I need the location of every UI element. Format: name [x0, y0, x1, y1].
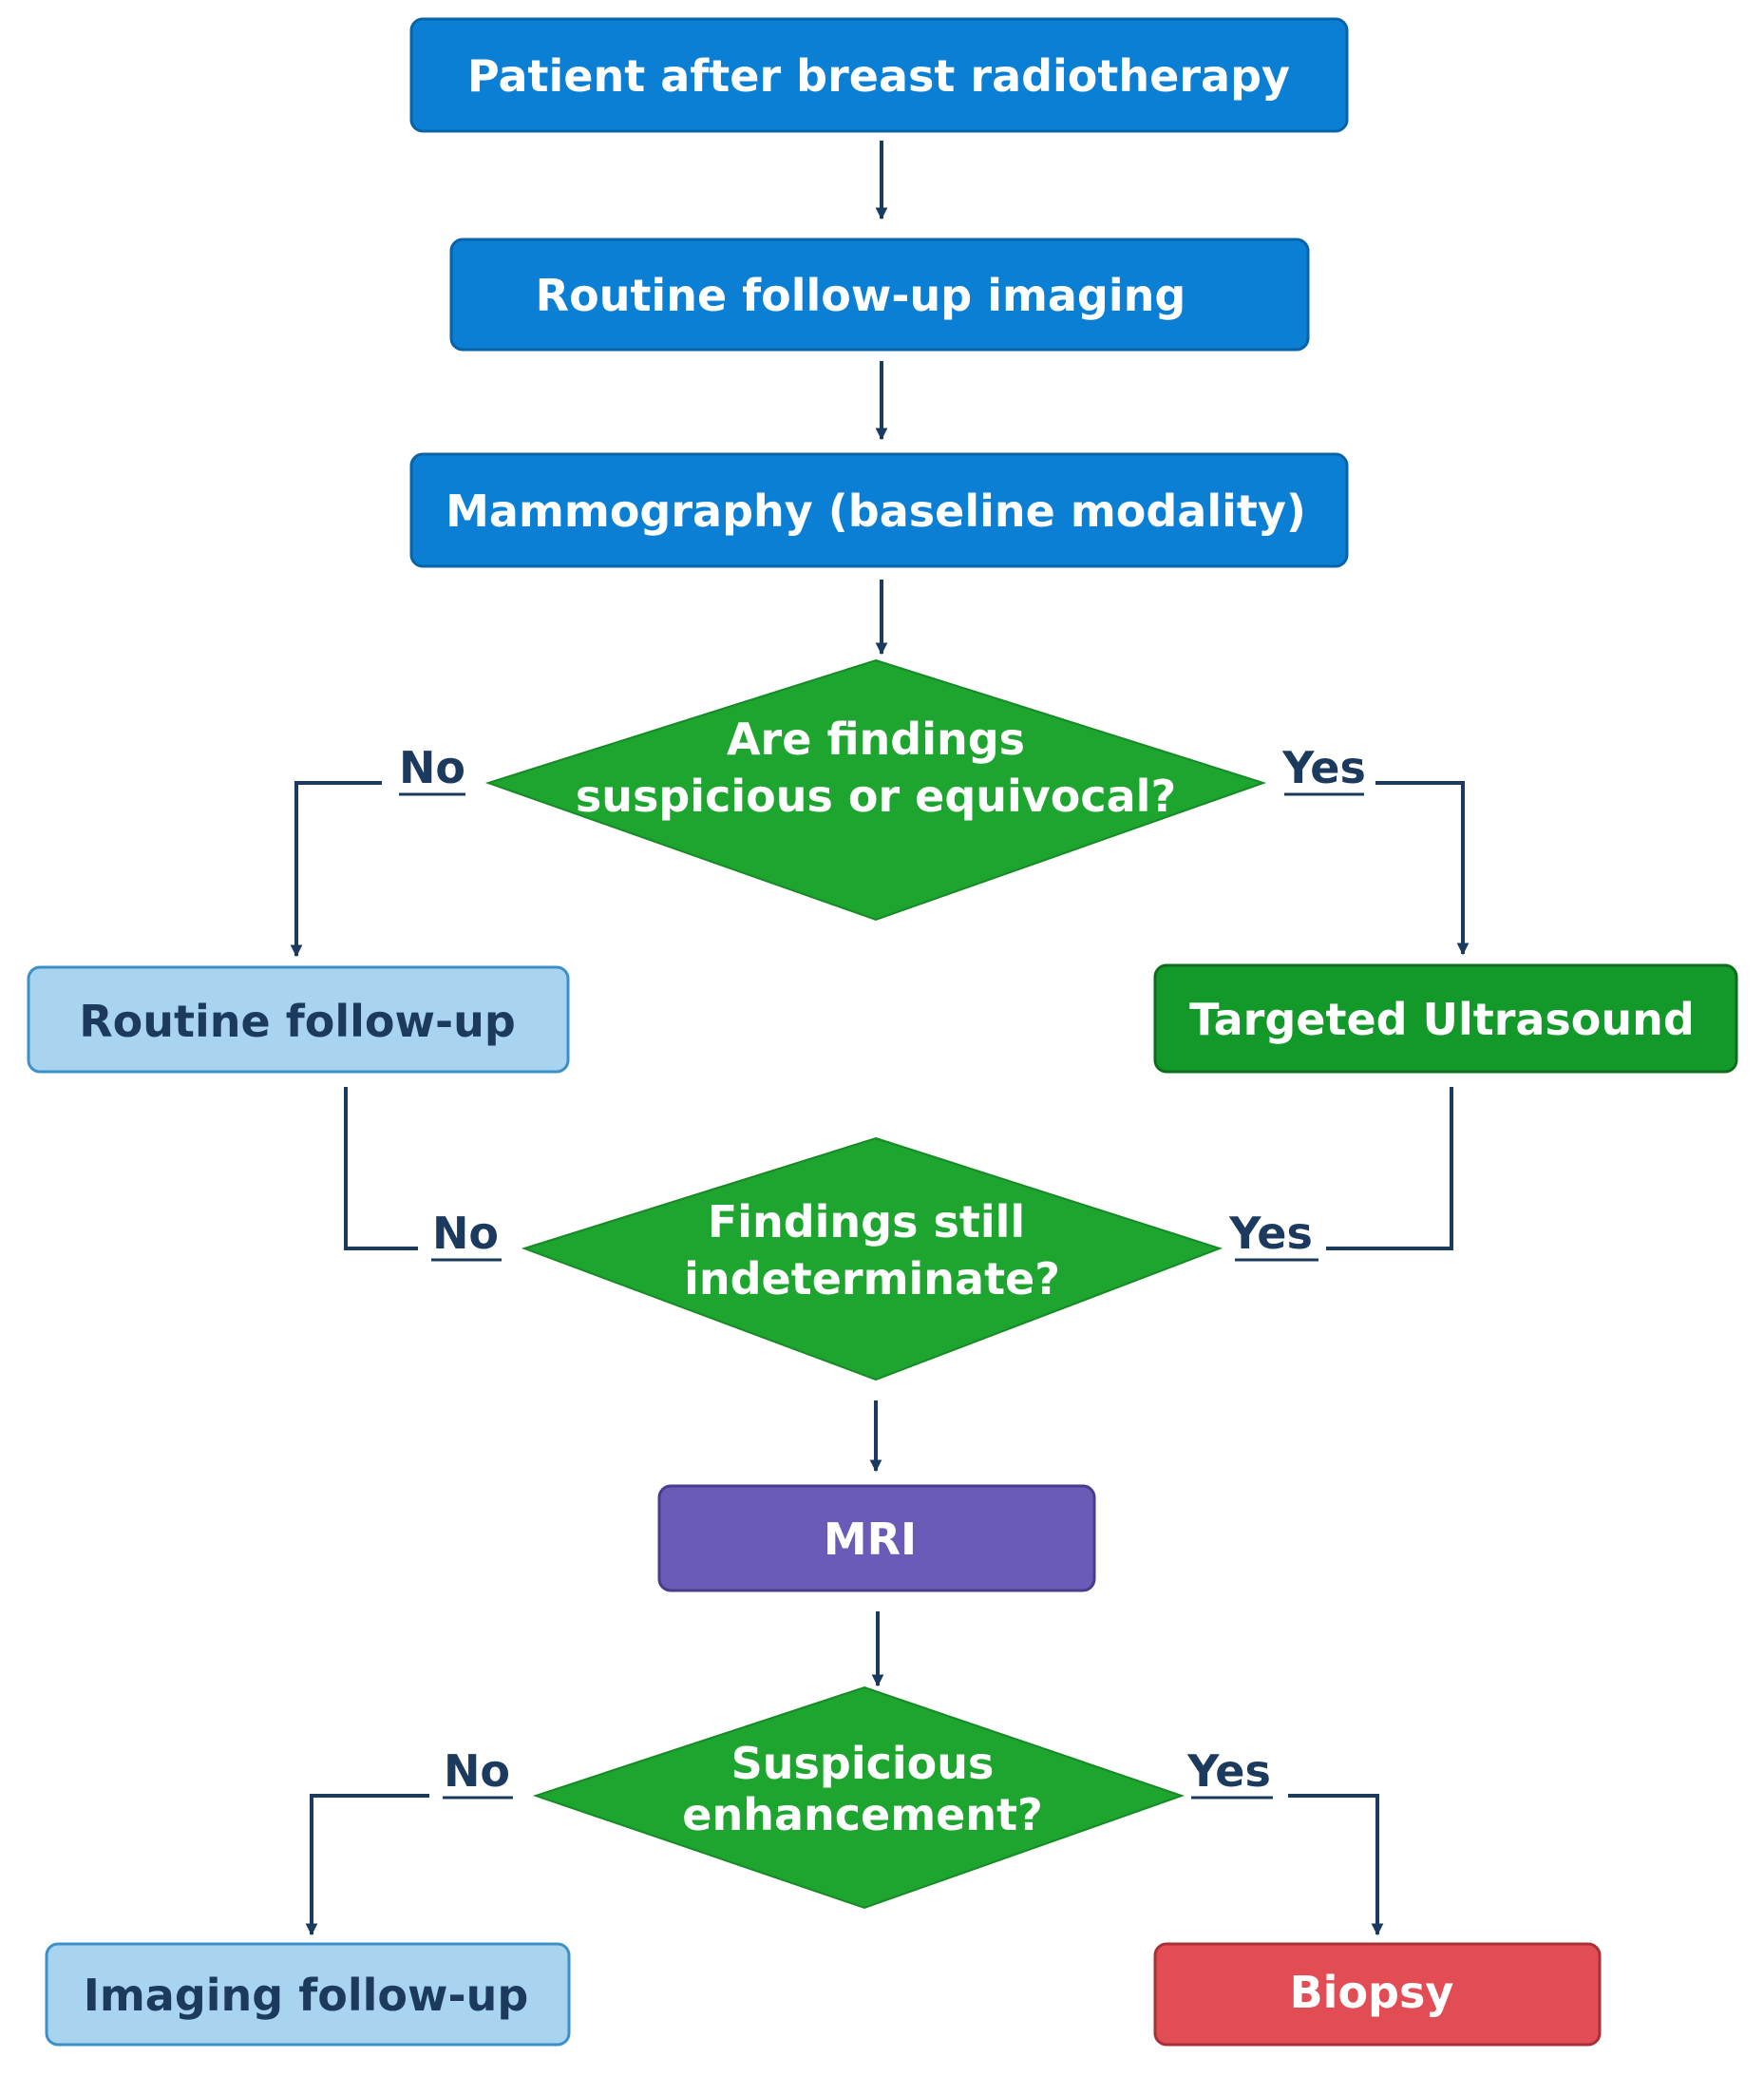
followup-imaging-box-shape	[449, 238, 1310, 352]
line-ultrasound-to-decision2	[1326, 1087, 1453, 1250]
imaging-followup-box-label: Imaging follow-up	[84, 1970, 529, 2021]
mammography-box-label: Mammography (baseline modality)	[446, 486, 1306, 537]
decision2-diamond-shape	[521, 1136, 1223, 1381]
mri-box: MRI	[657, 1484, 1096, 1592]
start-box-label: Patient after breast radiotherapy	[467, 50, 1290, 102]
routine-followup-box: Routine follow-up	[27, 965, 570, 1074]
biopsy-box-shape	[1153, 1942, 1602, 2047]
decision1-no-label: No	[399, 742, 465, 793]
decision2-yes-label: Yes	[1228, 1208, 1313, 1259]
mri-box-label: MRI	[824, 1514, 917, 1565]
decision3-label-line1: Suspicious	[731, 1738, 995, 1789]
decision1-yes-label: Yes	[1281, 742, 1366, 793]
mri-box-shape	[657, 1484, 1096, 1592]
decision1-diamond: Are findings suspicious or equivocal?	[484, 658, 1267, 922]
biopsy-box-label: Biopsy	[1290, 1967, 1454, 2018]
routine-followup-box-label: Routine follow-up	[79, 996, 516, 1047]
decision1-label-line1: Are findings	[727, 714, 1025, 765]
branch-labels: No Yes No Yes No Yes	[399, 742, 1366, 1800]
ultrasound-box: Targeted Ultrasound	[1153, 963, 1738, 1074]
connectors	[290, 141, 1470, 1936]
decision3-label-line2: enhancement?	[682, 1789, 1043, 1840]
decision1-label-line2: suspicious or equivocal?	[576, 771, 1176, 822]
decision2-label-line2: indeterminate?	[684, 1253, 1060, 1305]
decision3-yes-label: Yes	[1186, 1745, 1271, 1797]
routine-followup-box-shape	[27, 965, 570, 1074]
start-box: Patient after breast radiotherapy	[409, 17, 1349, 133]
mammography-box: Mammography (baseline modality)	[409, 452, 1349, 568]
start-box-shape	[409, 17, 1349, 133]
decision2-no-label: No	[432, 1208, 499, 1259]
ultrasound-box-label: Targeted Ultrasound	[1189, 994, 1695, 1045]
arrow-decision1-no	[290, 781, 382, 958]
decision3-no-label: No	[444, 1745, 510, 1797]
ultrasound-box-shape	[1153, 963, 1738, 1074]
decision3-diamond: Suspicious enhancement?	[532, 1686, 1185, 1910]
decision2-label-line1: Findings still	[708, 1196, 1025, 1248]
arrow-decision3-no	[305, 1794, 429, 1936]
followup-imaging-box-label: Routine follow-up imaging	[536, 270, 1186, 321]
imaging-followup-box-shape	[45, 1942, 571, 2047]
imaging-followup-box: Imaging follow-up	[45, 1942, 571, 2047]
followup-imaging-box: Routine follow-up imaging	[449, 238, 1310, 352]
line-routine-followup-to-decision2	[344, 1087, 418, 1250]
biopsy-box: Biopsy	[1153, 1942, 1602, 2047]
arrow-decision1-yes	[1375, 781, 1470, 956]
decision3-diamond-shape	[532, 1686, 1185, 1910]
mammography-box-shape	[409, 452, 1349, 568]
decision2-diamond: Findings still indeterminate?	[521, 1136, 1223, 1381]
arrow-decision3-yes	[1288, 1794, 1384, 1936]
decision1-diamond-shape	[484, 658, 1267, 922]
